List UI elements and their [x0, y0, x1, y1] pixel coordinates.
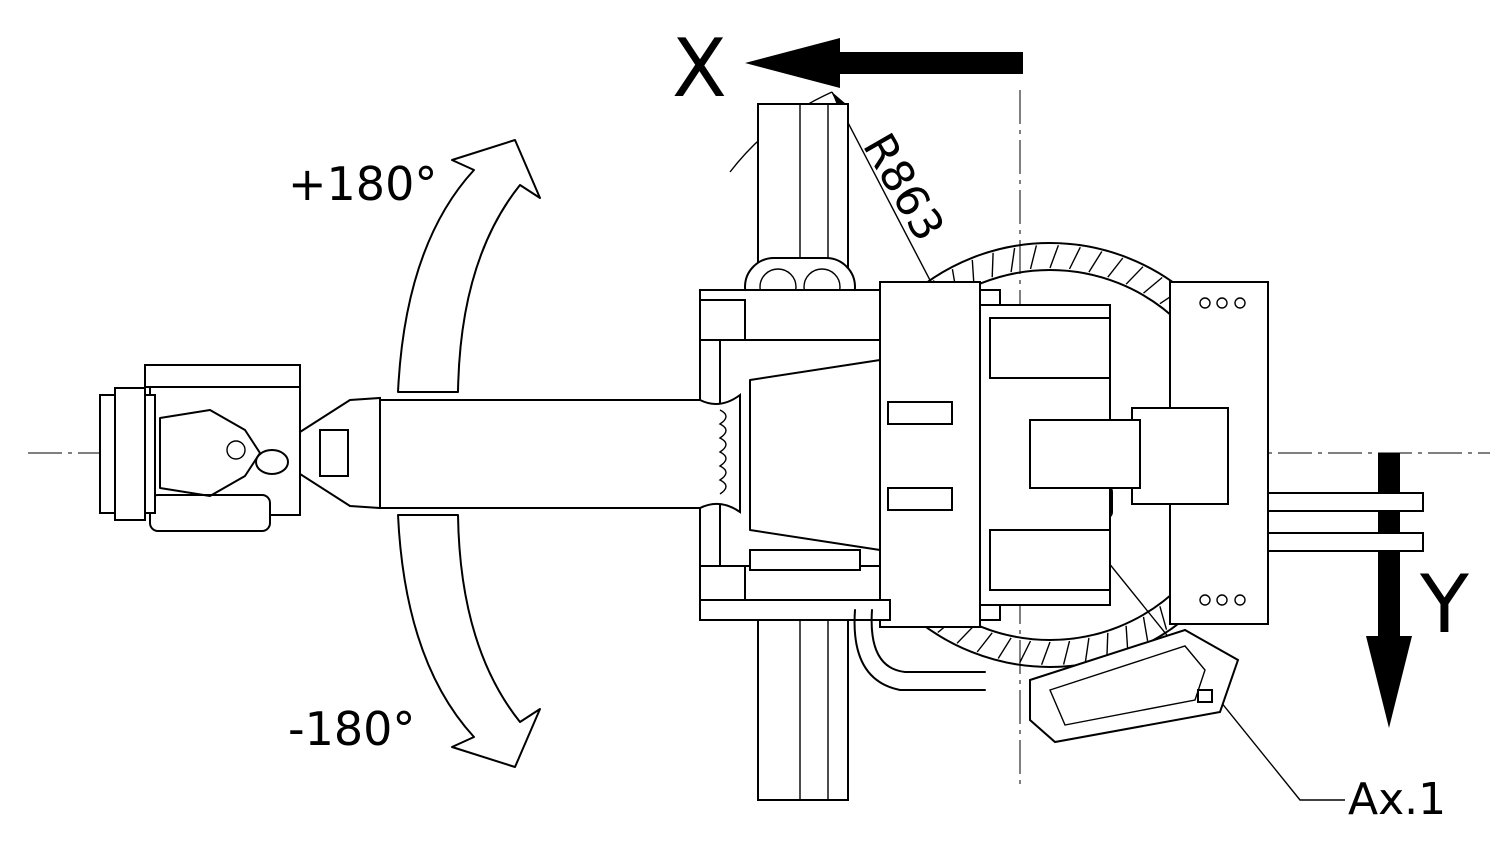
- shoulder-housing: [699, 281, 1229, 628]
- wrist-assembly: [99, 364, 381, 532]
- y-axis-label: Y: [1419, 558, 1470, 651]
- vertical-column: [757, 103, 849, 801]
- ring-tooth: [997, 637, 1012, 659]
- ring-tooth: [1088, 251, 1103, 273]
- rotation-arrow-negative: [397, 514, 541, 768]
- ring-tooth: [1068, 246, 1081, 270]
- ring-tooth: [1029, 245, 1038, 270]
- axis-ref-label: Ax.1: [1348, 774, 1446, 825]
- radius-label: R863: [852, 125, 953, 250]
- forearm: [379, 393, 741, 514]
- ring-tooth: [1049, 244, 1060, 269]
- ring-tooth: [1159, 606, 1168, 630]
- ring-tooth: [991, 252, 994, 278]
- ring-tooth: [1125, 625, 1129, 651]
- plus-angle-label: +180°: [288, 157, 437, 211]
- ring-tooth: [1107, 257, 1124, 278]
- cable-pipe: [853, 609, 986, 691]
- ring-tooth: [1143, 276, 1163, 294]
- ring-tooth: [1142, 616, 1149, 642]
- axis-motor: [1029, 628, 1240, 744]
- ring-tooth: [976, 632, 993, 653]
- ring-tooth: [1040, 641, 1051, 666]
- axis-ref-leader: [1019, 452, 1345, 801]
- x-axis-arrow: [745, 38, 1023, 88]
- ring-tooth: [1010, 247, 1016, 273]
- ring-tooth: [1084, 637, 1090, 663]
- minus-angle-label: -180°: [288, 702, 415, 756]
- ring-tooth: [1062, 640, 1071, 665]
- ring-tooth: [956, 625, 975, 644]
- ring-tooth: [1125, 266, 1144, 285]
- ring-tooth: [1106, 632, 1109, 658]
- ring-tooth: [971, 259, 975, 285]
- x-axis-label: X: [672, 22, 727, 115]
- ring-tooth: [1019, 640, 1032, 664]
- rotation-arrow-positive: [397, 139, 541, 393]
